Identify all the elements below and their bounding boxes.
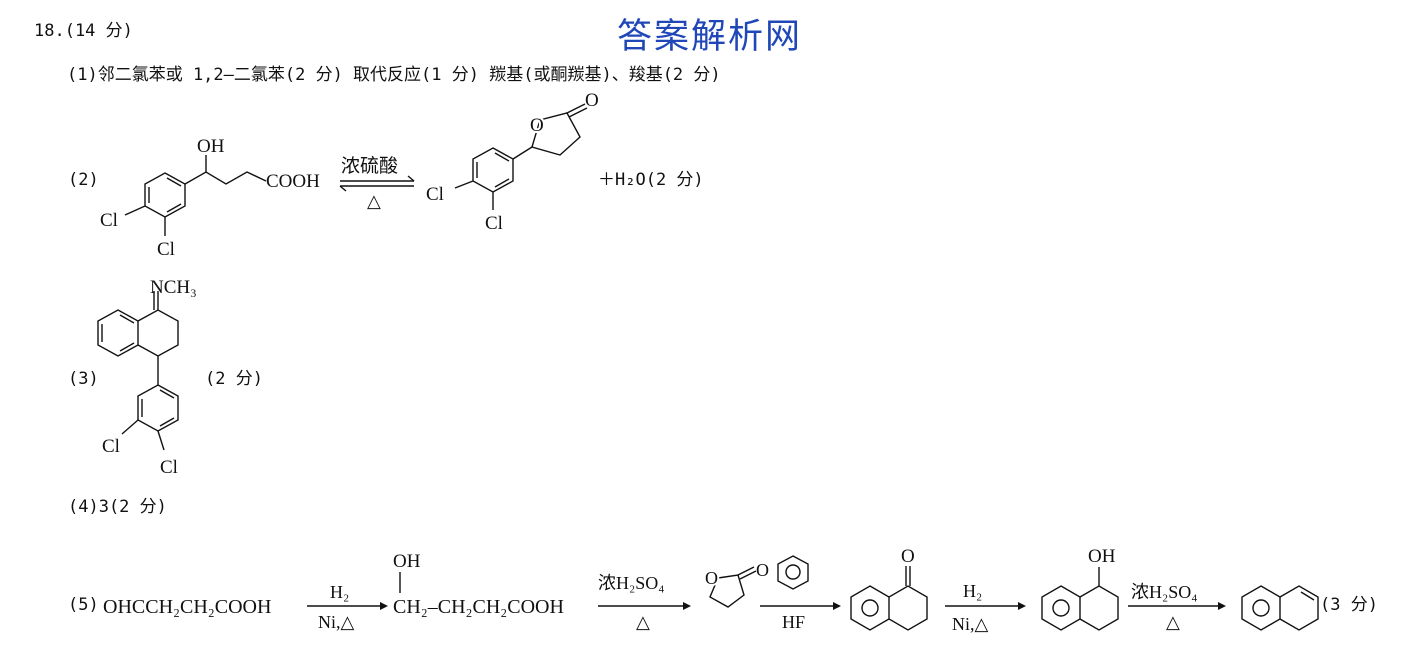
- arrow-top-label: 浓H₂SO₄: [598, 573, 665, 593]
- arrow-top-label: H₂: [330, 582, 349, 602]
- ring-oxygen-label: O: [530, 115, 544, 136]
- arrow-head-icon: [380, 602, 388, 610]
- arrow-top-label: 浓H₂SO₄: [1131, 582, 1198, 602]
- part2-label: (2): [68, 170, 99, 190]
- part3-label: (3): [68, 369, 99, 389]
- arrow-bottom-label: △: [1166, 612, 1180, 632]
- carbonyl-oxygen-label: O: [585, 90, 599, 111]
- cl-label: Cl: [160, 457, 178, 478]
- part5-score: (3 分): [1320, 595, 1378, 615]
- arrow-bottom-label: HF: [782, 612, 805, 632]
- cl-label: Cl: [157, 239, 175, 260]
- intermediate-label: CH₂–CH₂CH₂COOH: [393, 596, 564, 618]
- arrow-head-icon: [1018, 602, 1026, 610]
- watermark: 答案解析网: [617, 17, 803, 57]
- carbonyl-oxygen-label: O: [756, 560, 769, 580]
- aromatic-circle-icon: [861, 599, 879, 617]
- arrow-bottom-label: △: [367, 191, 381, 211]
- oh-label: OH: [393, 551, 421, 572]
- arrow-head-icon: [683, 602, 691, 610]
- aromatic-circle-icon: [1052, 599, 1070, 617]
- arrow-top-label: 浓硫酸: [341, 155, 398, 177]
- arrow-bottom-label: △: [636, 612, 650, 632]
- cl-label: Cl: [102, 436, 120, 457]
- benzene-ring: [850, 585, 890, 631]
- arrow-head-icon: [833, 602, 841, 610]
- aromatic-circle-icon: [1252, 599, 1270, 617]
- cl-label: Cl: [485, 213, 503, 234]
- arrow-bottom-label: Ni,△: [318, 612, 355, 632]
- lactone-ring: [531, 112, 581, 156]
- benzene-ring: [1241, 585, 1281, 631]
- start-material: OHCCH₂CH₂COOH: [103, 596, 271, 618]
- cl-label: Cl: [100, 210, 118, 231]
- benzene-ring: [1041, 585, 1081, 631]
- benzene-ring: [777, 555, 809, 590]
- part3-score: (2 分): [205, 369, 263, 389]
- aromatic-circle-icon: [785, 564, 801, 580]
- ring-oxygen-label: O: [705, 568, 718, 588]
- oh-label: OH: [1088, 546, 1116, 567]
- question-number: 18.(14 分): [34, 21, 133, 41]
- arrow-top-label: H₂: [963, 581, 982, 601]
- oh-label: OH: [197, 136, 225, 157]
- part4-text: (4)3(2 分): [68, 497, 167, 517]
- ketone-oxygen-label: O: [901, 546, 915, 567]
- part5-label: (5): [68, 595, 99, 615]
- lactone-ring: [709, 574, 745, 608]
- part2-tail: ＋H₂O(2 分): [598, 170, 704, 190]
- imine-label: NCH₃: [150, 277, 197, 298]
- cooh-label: COOH: [266, 171, 320, 192]
- arrow-bottom-label: Ni,△: [952, 614, 989, 634]
- arrow-head-icon: [1218, 602, 1226, 610]
- part1-text: (1)邻二氯苯或 1,2—二氯苯(2 分) 取代反应(1 分) 羰基(或酮羰基)…: [67, 65, 721, 85]
- cl-label: Cl: [426, 184, 444, 205]
